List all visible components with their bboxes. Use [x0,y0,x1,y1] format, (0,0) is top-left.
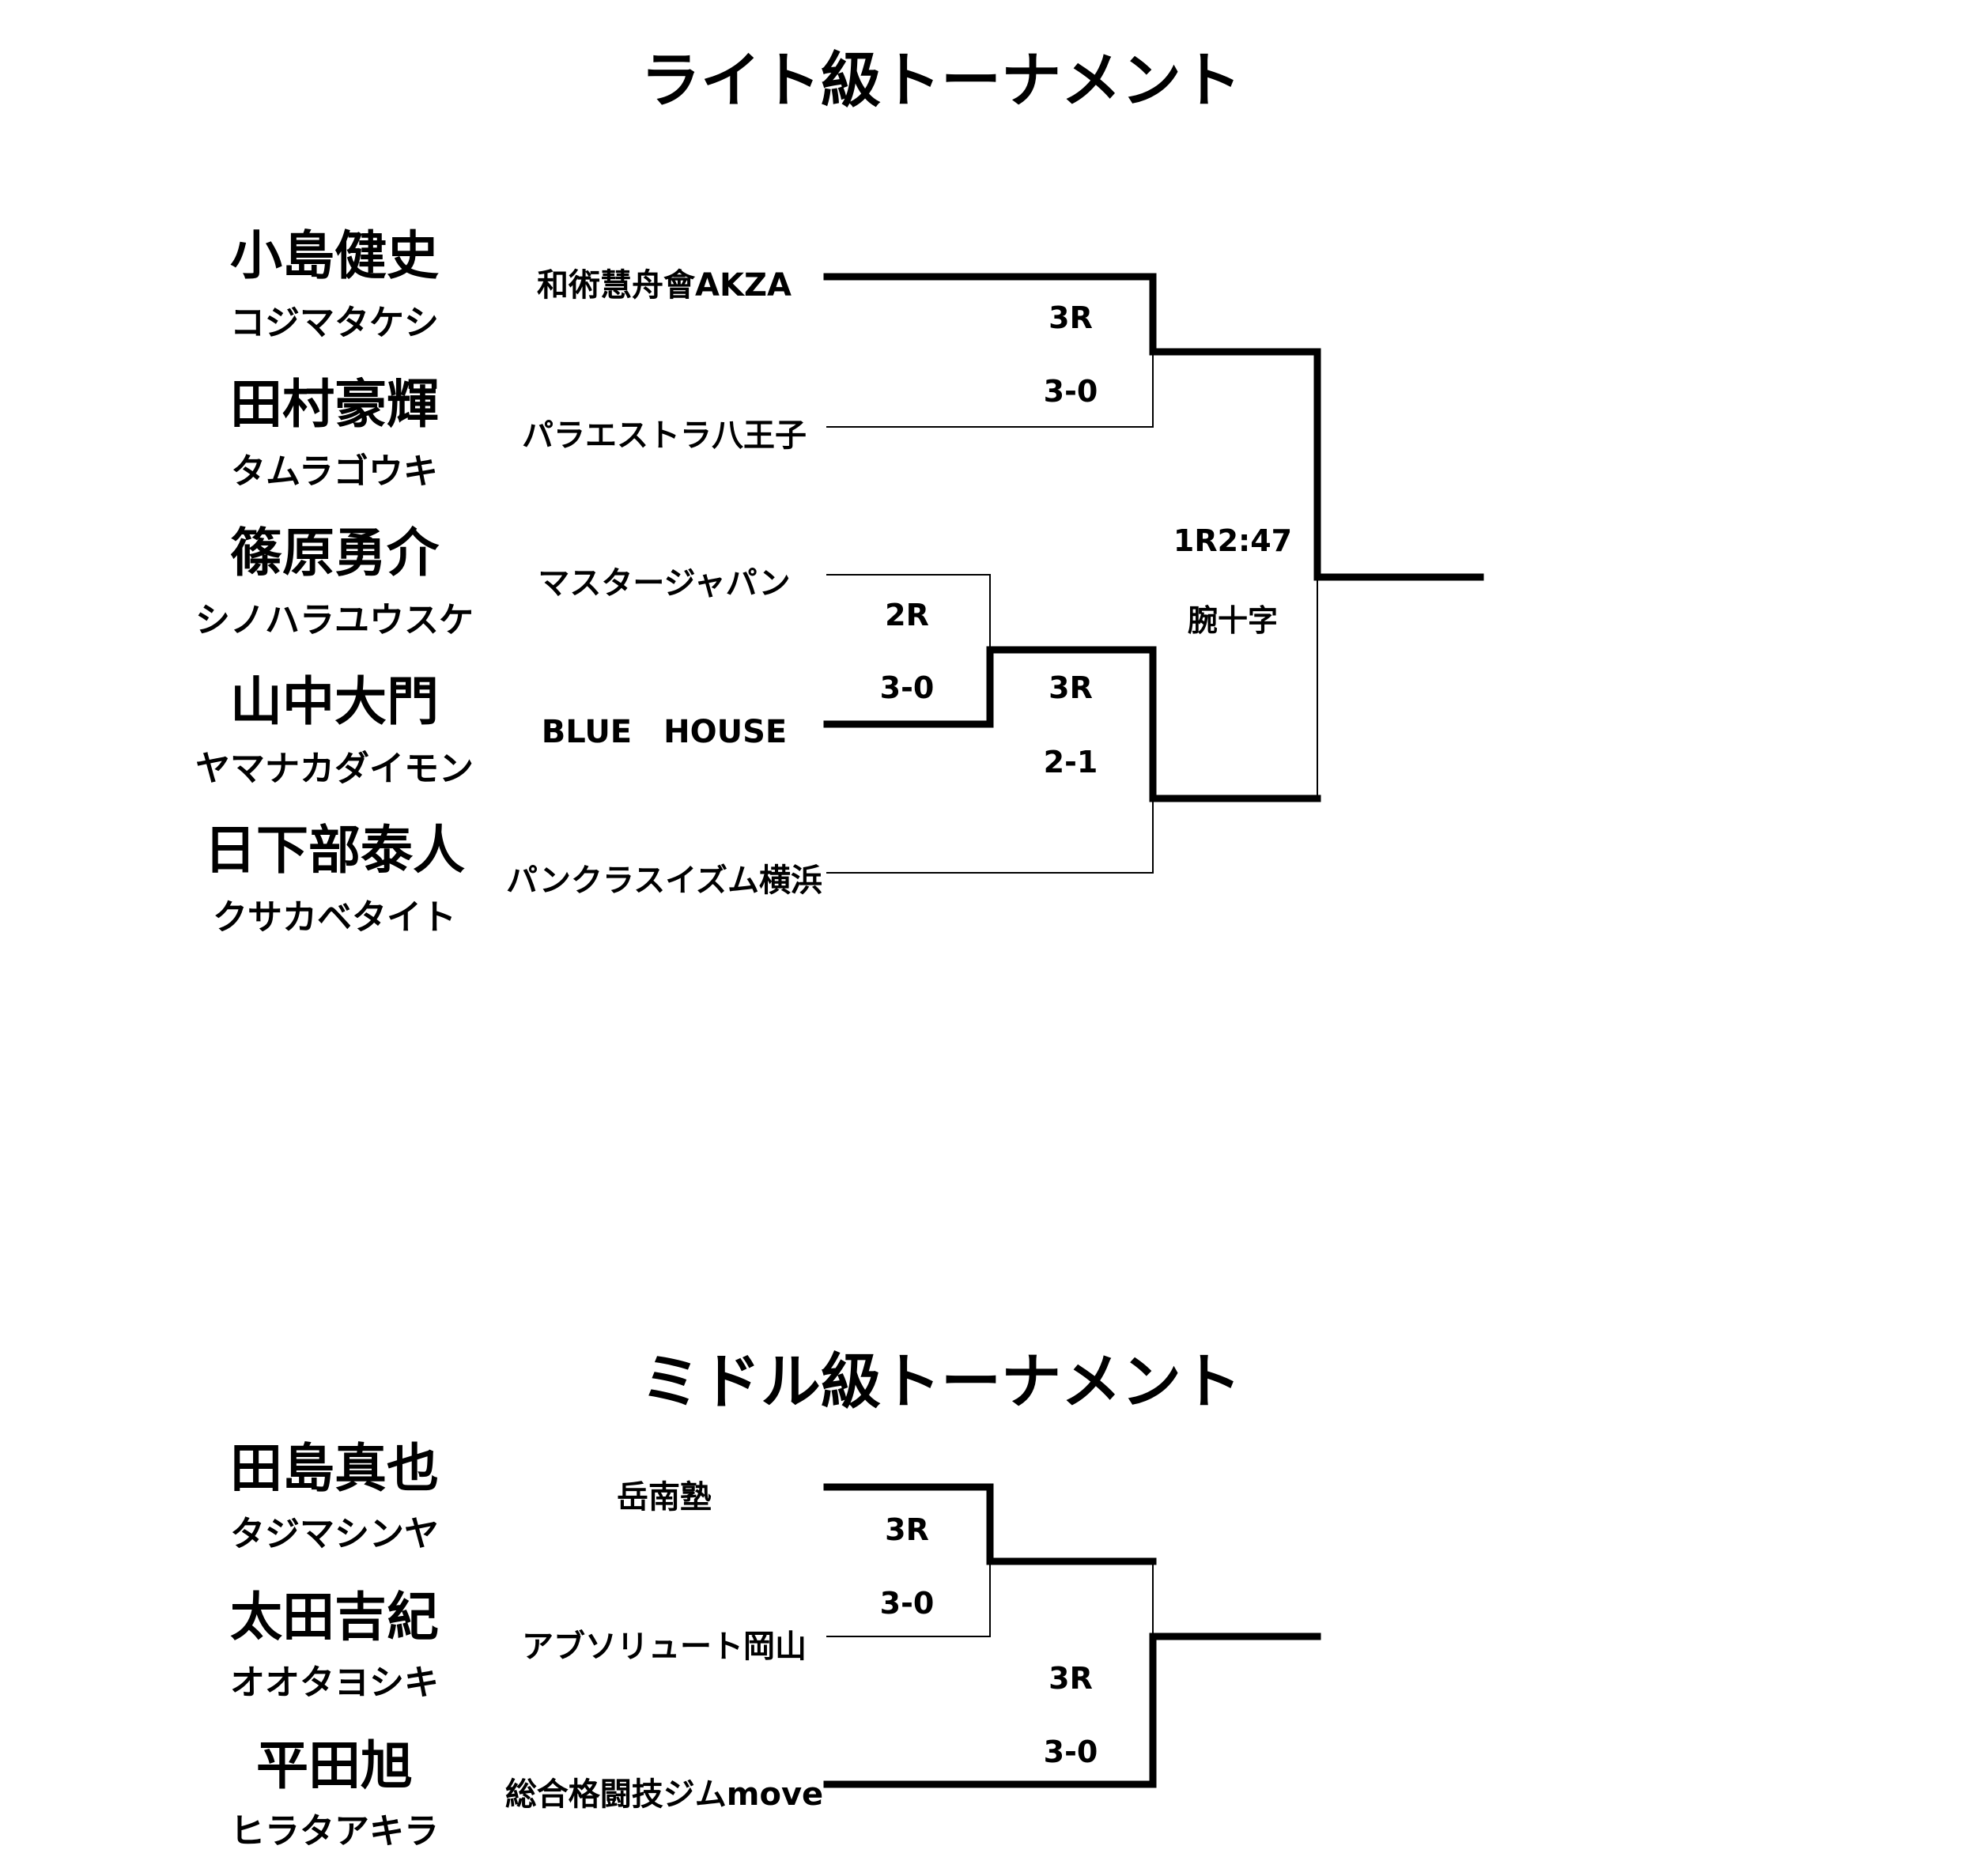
fighter-name: 山中大門 [230,671,439,732]
fighter-name: 田島真也 [230,1438,439,1499]
match-round: 3R [1049,1661,1093,1696]
team-label: 和術慧舟會AKZA [537,267,792,304]
fighter-kana: タジマシンヤ [230,1514,439,1554]
middle-tournament-title: ミドル級トーナメント [640,1346,1241,1417]
match-round: 3R [885,1512,929,1547]
match-round: 3R [1049,670,1093,705]
team-label: パラエストラ八王子 [522,417,807,454]
team-label: パンクラスイズム横浜 [506,863,822,899]
fighter-name: 日下部泰人 [204,820,465,881]
match-score: 3-0 [1043,1734,1098,1769]
team-label: BLUE HOUSE [541,714,788,750]
final-method: 腕十字 [1187,603,1278,638]
fighter-kana: コジマタケシ [230,303,439,343]
fighter-name: 太田吉紀 [230,1587,439,1648]
fighter-kana: タムラゴウキ [231,451,438,492]
fighter-kana: ヤマナカダイモン [195,749,474,789]
fighter-name: 平田旭 [256,1735,413,1796]
team-label: 岳南塾 [617,1479,712,1516]
match-score: 3-0 [879,1586,935,1621]
match-score: 3-0 [1043,374,1098,409]
final-time: 1R2:47 [1173,523,1293,558]
team-label: 総合格闘技ジムmove [504,1776,824,1813]
fighter-kana: オオタヨシキ [230,1663,439,1703]
fighter-name: 篠原勇介 [230,523,439,583]
fighter-kana: ヒラタアキラ [230,1811,439,1851]
match-score: 2-1 [1043,745,1098,779]
fighter-name: 田村豪輝 [230,374,439,435]
match-score: 3-0 [879,670,935,705]
fighter-kana: クサカベタイト [213,897,456,938]
match-round: 3R [1049,300,1093,335]
fighter-kana: シノハラユウスケ [195,600,474,640]
match-round: 2R [885,598,929,632]
fighter-name: 小島健史 [230,225,439,286]
team-label: アブソリュート岡山 [522,1629,807,1665]
team-label: マスタージャパン [538,565,791,602]
light-tournament-title: ライト級トーナメント [640,45,1241,115]
